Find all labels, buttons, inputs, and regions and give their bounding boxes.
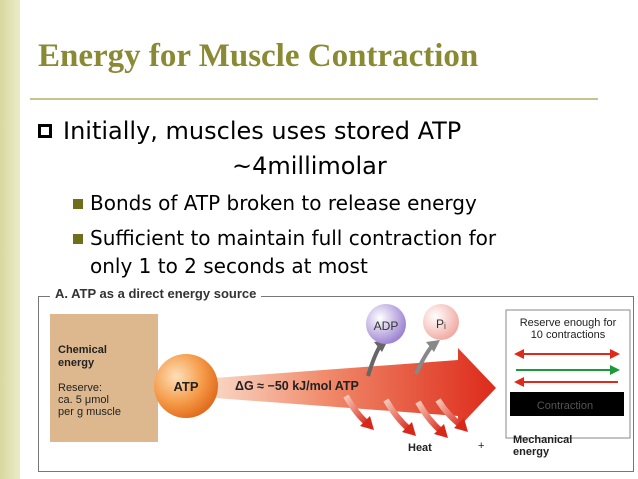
pi-arrow-head (426, 340, 440, 352)
reserve-enough-line2: 10 contractions (530, 329, 606, 341)
mechanical-line2: energy (513, 446, 550, 458)
contraction-label: Contraction (536, 400, 594, 412)
figure-graphics (50, 304, 631, 442)
chemical-energy-box (50, 314, 158, 442)
chemical-energy-line1: Chemical (58, 344, 107, 356)
chemical-energy-line2: energy (58, 357, 95, 369)
reserve-arrows (514, 349, 620, 387)
reserve-amount-label: Reserve: ca. 5 μmol per g muscle (58, 382, 158, 418)
atp-ball (154, 354, 218, 418)
sub-bullet-text-sufficient: Sufficient to maintain full contraction … (90, 226, 497, 250)
figure-caption: A. ATP as a direct energy source (50, 286, 262, 301)
contraction-bar (510, 392, 624, 416)
atp-label: ATP (173, 379, 199, 394)
bullet-text-initially: Initially, muscles uses stored ATP (63, 117, 462, 145)
pi-ball (423, 304, 459, 340)
pi-label: Pᵢ (436, 317, 446, 331)
reserve-box (505, 309, 631, 439)
adp-ball (366, 304, 406, 344)
sub-bullet-text-seconds: only 1 to 2 seconds at most (90, 254, 368, 278)
reserve-enough-label: Reserve enough for 10 contractions (508, 317, 628, 341)
delta-g-label: ΔG ≈ −50 kJ/mol ATP (235, 379, 359, 393)
heat-label: Heat (408, 442, 432, 454)
chemical-energy-label: Chemical energy (58, 344, 158, 370)
slide-sidebar-stripe (0, 0, 20, 479)
bullet-text-millimolar: ~4millimolar (232, 152, 387, 180)
atp-energy-figure: A. ATP as a direct energy source Chemica… (38, 284, 636, 474)
reserve-line1: Reserve: (58, 382, 103, 394)
slide-title: Energy for Muscle Contraction (38, 38, 479, 74)
mechanical-energy-label: Mechanical energy (513, 434, 572, 458)
figure-frame (38, 296, 634, 472)
plus-sign: + (478, 440, 485, 452)
sub-bullet-text-bonds: Bonds of ATP broken to release energy (90, 191, 477, 215)
reserve-line3: per g muscle (58, 406, 121, 418)
mechanical-line1: Mechanical (513, 434, 573, 446)
adp-label: ADP (373, 319, 399, 333)
reserve-enough-line1: Reserve enough for (519, 317, 617, 329)
title-divider (30, 98, 598, 100)
heat-arrows (343, 394, 468, 438)
sub-bullet-square-icon (73, 199, 83, 209)
bullet-square-icon (38, 124, 52, 138)
sub-bullet-square-icon (73, 234, 83, 244)
reserve-line2: ca. 5 μmol (58, 394, 109, 406)
